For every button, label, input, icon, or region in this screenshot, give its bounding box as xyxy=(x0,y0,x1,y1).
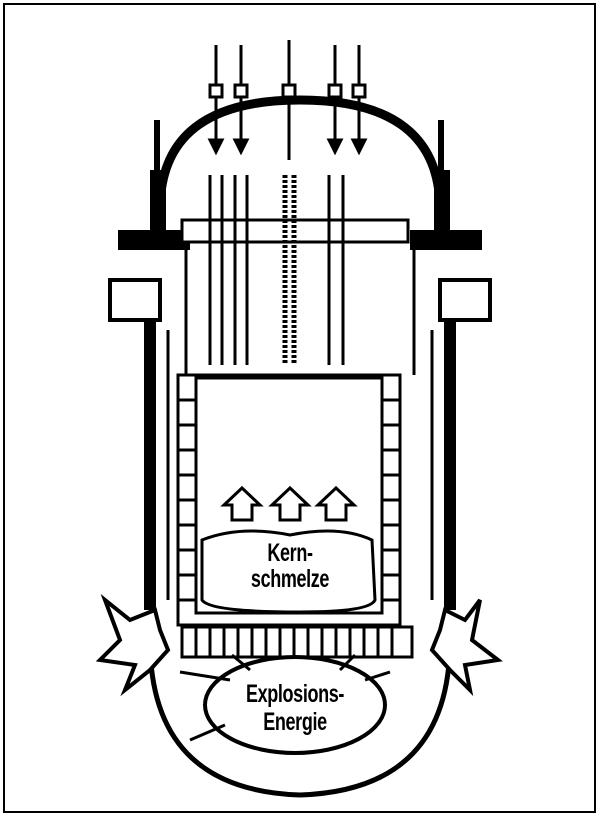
core-melt-label-line1: Kern- xyxy=(267,539,313,567)
core-melt-label-line2: schmelze xyxy=(250,565,330,593)
core-melt-pool xyxy=(200,529,377,614)
explosion-energy-label-line1: Explosions- xyxy=(245,680,345,708)
control-rod-drives xyxy=(207,40,368,160)
explosion-energy-label: Explosions- Energie xyxy=(237,680,352,736)
upward-arrows xyxy=(220,485,358,522)
flanges xyxy=(108,120,492,322)
explosion-energy-label-line2: Energie xyxy=(263,708,327,736)
pressure-vessel xyxy=(144,95,456,798)
core-barrel xyxy=(176,373,414,659)
core-melt-label: Kern- schmelze xyxy=(247,540,333,592)
explosion-bursts xyxy=(95,593,503,697)
frame-border xyxy=(3,3,596,813)
explosion-energy xyxy=(179,653,391,755)
upper-internals xyxy=(180,175,416,375)
